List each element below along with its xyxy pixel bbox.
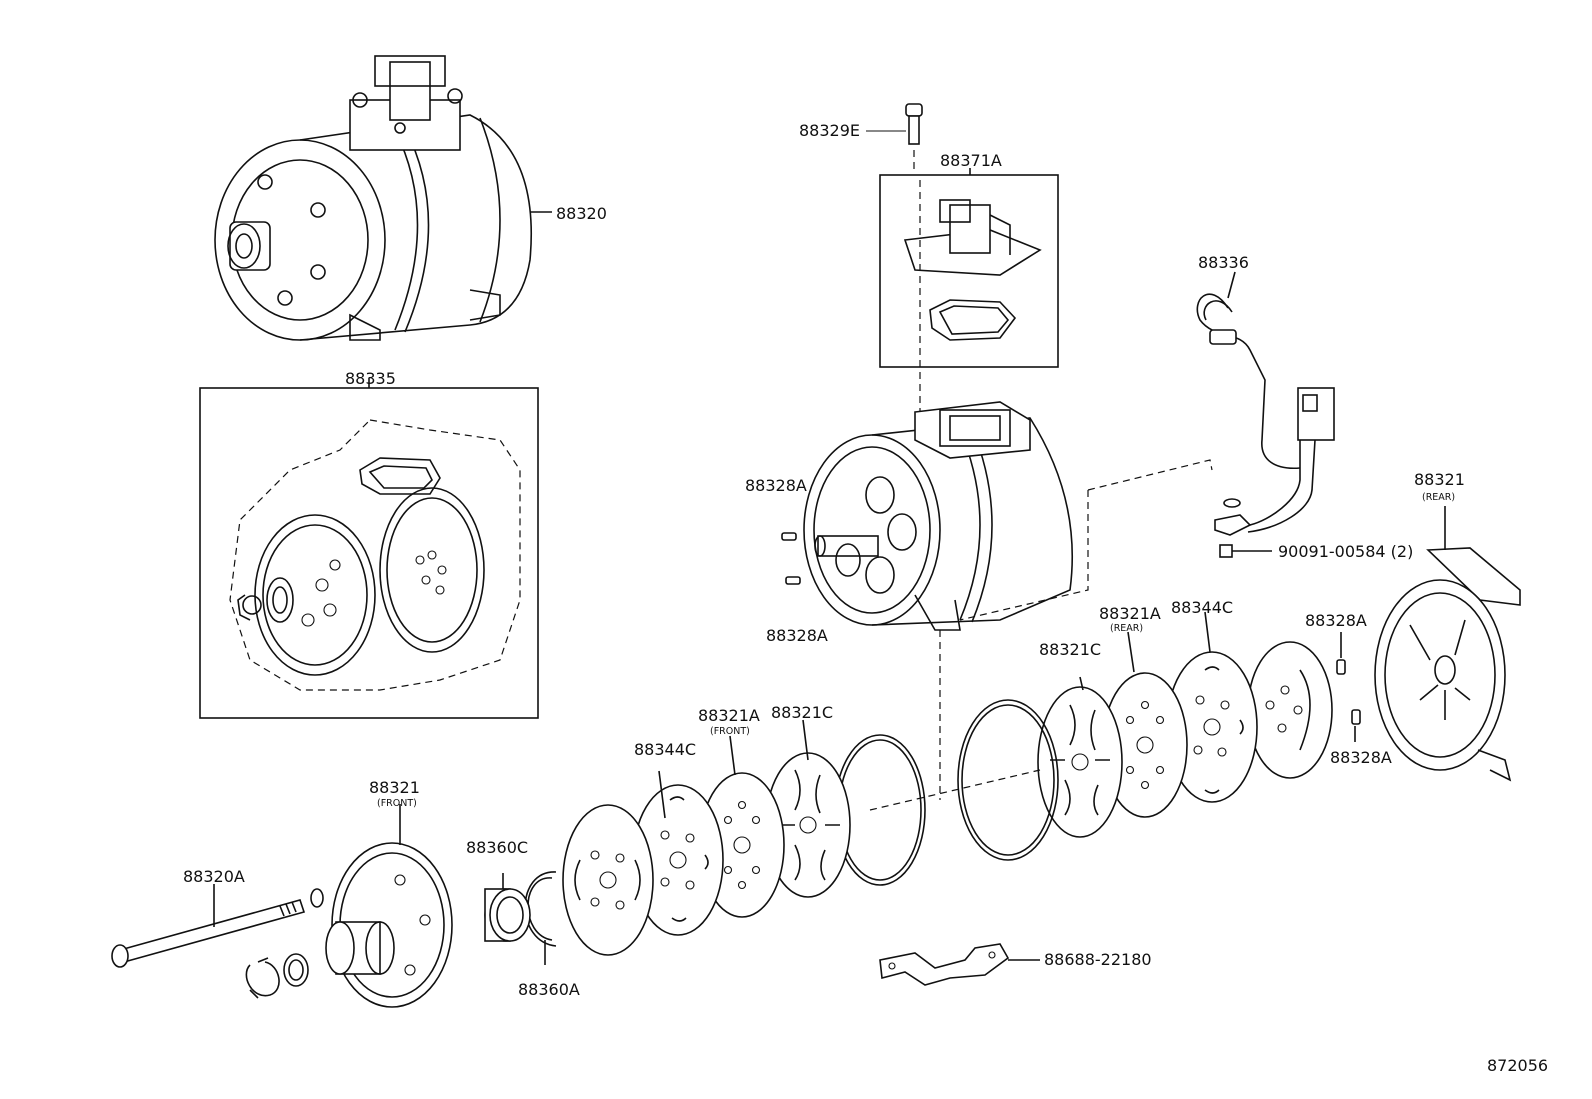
label-88360A: 88360A: [518, 980, 580, 999]
label-90091-00584: 90091-00584 (2): [1278, 542, 1413, 561]
label-88320: 88320: [556, 204, 607, 223]
pin-drawings: [781, 532, 1361, 725]
label-88321A-front-sub: (FRONT): [710, 726, 750, 737]
label-88321A-rear-sub: (REAR): [1110, 623, 1143, 634]
seal-and-ring-drawing: [484, 871, 557, 965]
compressor-assembly-drawing: [214, 55, 552, 341]
label-88329E: 88329E: [799, 121, 860, 140]
valve-assembly-drawing: [866, 103, 1059, 420]
gasket-kit-drawing: [199, 378, 539, 719]
label-88688-22180: 88688-22180: [1044, 950, 1152, 969]
label-88321-front-sub: (FRONT): [377, 798, 417, 809]
label-88344C-front: 88344C: [634, 740, 696, 759]
label-88328A-right-upper: 88328A: [1305, 611, 1367, 630]
label-88321-rear: 88321: [1414, 470, 1465, 489]
axis-line: [869, 769, 1041, 811]
figure-number: 872056: [1487, 1056, 1548, 1075]
rear-disc-stack-drawing: [957, 641, 1333, 861]
front-disc-stack-drawing: [562, 734, 926, 956]
label-88321C-rear: 88321C: [1039, 640, 1101, 659]
label-88344C-rear: 88344C: [1171, 598, 1233, 617]
label-88360C: 88360C: [466, 838, 528, 857]
label-88335: 88335: [345, 369, 396, 388]
label-88371A: 88371A: [940, 151, 1002, 170]
label-88328A-lower: 88328A: [766, 626, 828, 645]
label-88328A-upper: 88328A: [745, 476, 807, 495]
front-housing-drawing: [245, 804, 453, 1008]
label-88321A-rear: 88321A: [1099, 604, 1161, 623]
label-88328A-right-lower: 88328A: [1330, 748, 1392, 767]
through-bolt-drawing: [111, 884, 324, 968]
label-88321C-front: 88321C: [771, 703, 833, 722]
switch-harness-drawing: [1196, 293, 1335, 558]
label-88336: 88336: [1198, 253, 1249, 272]
bracket-drawing: [879, 943, 1040, 986]
label-88321-rear-sub: (REAR): [1422, 492, 1455, 503]
label-88321-front: 88321: [369, 778, 420, 797]
leader-lines: [658, 271, 1356, 819]
rear-housing-drawing: [1374, 506, 1521, 782]
label-88321A-front: 88321A: [698, 706, 760, 725]
compressor-body-drawing: [803, 401, 1213, 800]
label-88320A: 88320A: [183, 867, 245, 886]
